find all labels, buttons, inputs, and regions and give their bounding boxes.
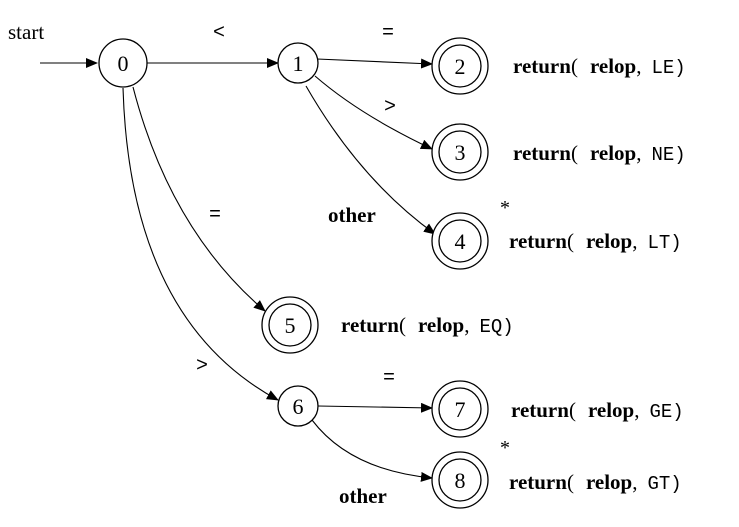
state-8: 8 xyxy=(431,451,489,509)
nodes: 0 1 2 3 4 5 6 xyxy=(98,37,489,509)
edge-1-3 xyxy=(314,75,433,150)
edge-1-2 xyxy=(316,58,433,69)
edge-0-6 xyxy=(122,87,279,401)
state-0-label: 0 xyxy=(118,51,129,76)
edges xyxy=(40,58,436,482)
return-actions: return(relop,LE) return(relop,NE) return… xyxy=(341,54,686,495)
retract-star-4: * xyxy=(500,197,510,219)
action-state-8: return(relop,GT) xyxy=(509,470,682,495)
state-2-label: 2 xyxy=(455,54,466,79)
state-6-label: 6 xyxy=(293,394,304,419)
state-7: 7 xyxy=(431,380,489,438)
state-8-label: 8 xyxy=(455,468,466,493)
state-5: 5 xyxy=(261,296,319,354)
state-6: 6 xyxy=(277,385,319,427)
retract-markers: * * xyxy=(500,197,510,459)
edge-label-0-1: < xyxy=(213,22,225,45)
state-0: 0 xyxy=(98,38,148,88)
retract-star-8: * xyxy=(500,437,510,459)
state-3-label: 3 xyxy=(455,140,466,165)
edge-6-7 xyxy=(317,402,433,413)
action-state-3: return(relop,NE) xyxy=(513,141,686,166)
edge-6-8 xyxy=(311,419,433,482)
state-2: 2 xyxy=(431,37,489,95)
action-state-5: return(relop,EQ) xyxy=(341,313,514,338)
state-5-label: 5 xyxy=(285,313,296,338)
edge-label-6-7: = xyxy=(383,367,395,390)
edge-1-4 xyxy=(305,85,436,235)
edge-labels: start < = > other = > = other xyxy=(8,20,396,508)
edge-0-5 xyxy=(132,86,266,312)
state-4: 4 xyxy=(431,212,489,270)
action-state-7: return(relop,GE) xyxy=(511,398,684,423)
start-label: start xyxy=(8,20,44,44)
action-state-2: return(relop,LE) xyxy=(513,54,686,79)
edge-label-1-2: = xyxy=(382,22,394,45)
state-1-label: 1 xyxy=(293,51,304,76)
edge-label-0-6: > xyxy=(196,355,208,378)
edge-label-6-8: other xyxy=(339,484,387,508)
state-1: 1 xyxy=(277,42,319,84)
edge-label-1-3: > xyxy=(384,96,396,119)
state-4-label: 4 xyxy=(455,229,466,254)
edge-label-1-4: other xyxy=(328,203,376,227)
state-3: 3 xyxy=(431,123,489,181)
edge-label-0-5: = xyxy=(209,204,221,227)
state-7-label: 7 xyxy=(455,397,466,422)
action-state-4: return(relop,LT) xyxy=(509,229,682,254)
